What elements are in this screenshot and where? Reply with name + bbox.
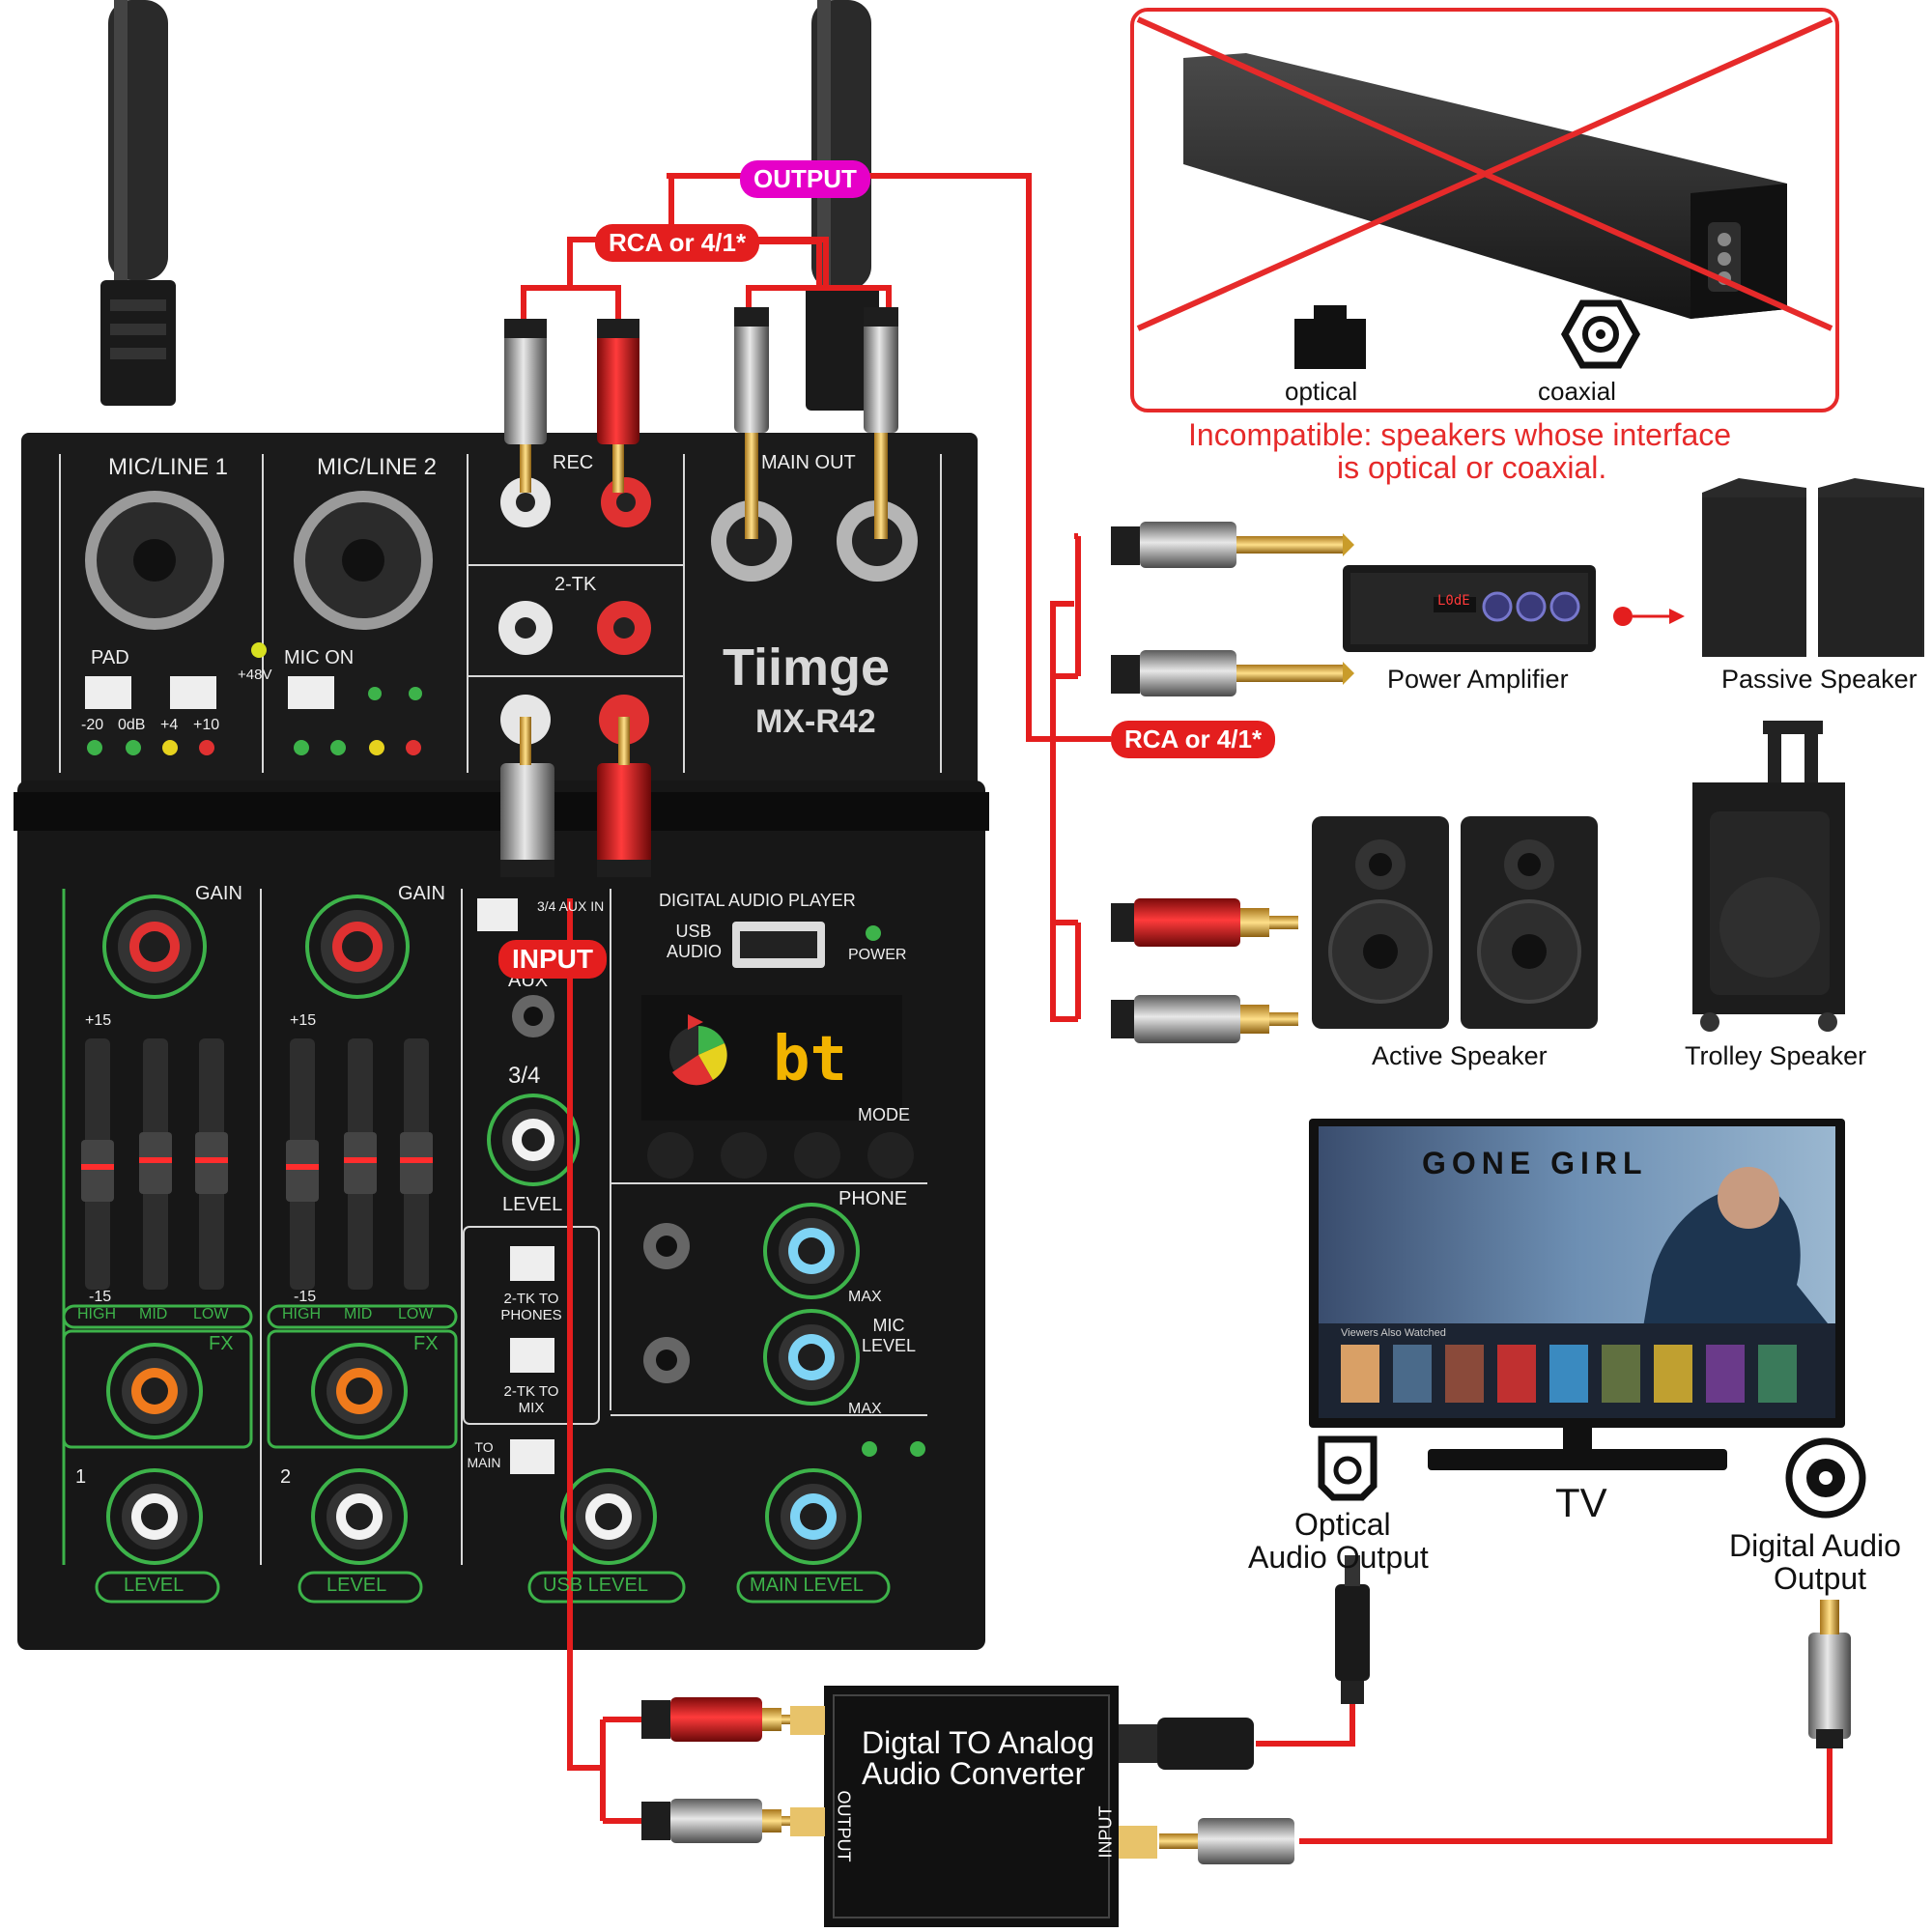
antenna-right [806,0,879,411]
eq-low-2: LOW [398,1306,434,1322]
digital-output-label-2: Output [1774,1561,1867,1596]
passive-speaker-label: Passive Speaker [1721,665,1918,694]
meter-label-1: -20 [81,717,104,733]
usb-level-label: USB LEVEL [543,1575,648,1596]
signal-arrow-icon [1613,607,1685,626]
phone-label: PHONE [838,1188,908,1209]
max-label-mic: MAX [848,1401,882,1417]
digital-output-label-1: Digital Audio [1729,1528,1901,1563]
tk-mix-label: 2-TK TO MIX [503,1383,559,1416]
to-main-label: TO MAIN [467,1439,501,1470]
phantom-label: +48V [238,667,272,683]
trolley-speaker-label: Trolley Speaker [1685,1041,1867,1070]
coaxial-label: coaxial [1538,377,1616,406]
meter-label-3: +4 [160,717,179,733]
passive-speaker-image [1702,478,1924,657]
ch2-number: 2 [280,1466,292,1488]
optical-output-label-1: Optical [1294,1507,1391,1542]
eq-bottom-1: -15 [89,1289,112,1305]
fx-label-2: FX [413,1333,439,1354]
main-out-plugs [734,307,898,539]
incompatible-note-line2: is optical or coaxial. [1337,450,1607,485]
incompatible-box [1130,8,1839,412]
tv-row-label: Viewers Also Watched [1341,1327,1446,1339]
optical-label: optical [1285,377,1358,406]
converter-input-label: INPUT [1095,1805,1116,1859]
active-speaker-plugs [1111,898,1298,1043]
active-speaker-label: Active Speaker [1372,1041,1548,1070]
coaxial-output-icon [1785,1437,1866,1519]
power-amplifier-image [1343,565,1596,652]
meter-label-2: 0dB [118,717,146,733]
active-speaker-image [1312,816,1598,1029]
player-display: bt [773,1024,848,1095]
eq-high-1: HIGH [77,1306,116,1322]
antenna-left [100,0,176,406]
power-amp-plugs [1111,522,1354,696]
brand-name: Tiimge [723,639,891,696]
gain-label-1: GAIN [195,883,242,904]
rec-label: REC [553,452,594,473]
ch2-input-label: MIC/LINE 2 [317,454,438,480]
eq-top-2: +15 [290,1012,317,1029]
gain-label-2: GAIN [398,883,445,904]
level-label-2: LEVEL [327,1575,387,1596]
eq-mid-2: MID [344,1306,373,1322]
tv-image [1309,1119,1845,1470]
converter-image [824,1686,1119,1927]
output-callout: OUTPUT [740,160,870,198]
main-level-label: MAIN LEVEL [750,1575,864,1596]
mic-on-label: MIC ON [284,647,355,668]
level-label-34: LEVEL [502,1194,563,1215]
input-callout: INPUT [498,940,607,979]
converter-title-line1: Digtal TO Analog [862,1725,1094,1760]
ch1-number: 1 [75,1466,87,1488]
cables [521,173,1833,1844]
optical-port-icon [1294,305,1366,369]
incompatible-note-line1: Incompatible: speakers whose interface [1188,417,1732,452]
tv-label: TV [1555,1480,1607,1525]
optical-cable-plug [1119,1555,1370,1770]
ch1-input-label: MIC/LINE 1 [108,454,229,480]
model-name: MX-R42 [755,703,876,740]
eq-low-1: LOW [193,1306,229,1322]
coaxial-port-icon [1560,299,1641,369]
digital-player-label: DIGITAL AUDIO PLAYER [659,891,856,910]
eq-mid-1: MID [139,1306,168,1322]
power-label: POWER [848,947,907,963]
eq-high-2: HIGH [282,1306,321,1322]
aux-in-label: 3/4 AUX IN [537,898,605,914]
trolley-speaker-image [1692,721,1845,1032]
tk-phones-label: 2-TK TO PHONES [500,1291,562,1323]
aux-in-plugs [500,717,651,877]
coax-cable-plug [1119,1600,1851,1864]
level-label-1: LEVEL [124,1575,185,1596]
fx-label-1: FX [209,1333,234,1354]
eq-bottom-2: -15 [294,1289,317,1305]
converter-output-label: OUTPUT [834,1790,854,1862]
main-out-label: MAIN OUT [761,452,856,473]
mic-level-label: MIC LEVEL [861,1316,917,1355]
power-amp-display: L0dE [1437,593,1470,609]
max-label-phone: MAX [848,1289,882,1305]
eq-top-1: +15 [85,1012,112,1029]
two-tk-label: 2-TK [554,574,597,595]
soundbar-image [1183,53,1787,319]
optical-output-label-2: Audio Output [1248,1540,1429,1575]
ch34-label: 3/4 [508,1063,541,1089]
pad-label: PAD [91,647,129,668]
meter-label-4: +10 [193,717,220,733]
rec-plugs [504,319,639,493]
rca-top-callout: RCA or 4/1* [595,224,760,262]
converter-output-plugs [641,1697,825,1843]
optical-output-icon [1318,1435,1378,1501]
mode-label: MODE [858,1105,910,1124]
rca-right-callout: RCA or 4/1* [1111,721,1276,758]
usb-audio-label: USB AUDIO [667,922,723,961]
converter-title-line2: Audio Converter [862,1756,1086,1791]
power-amplifier-label: Power Amplifier [1387,665,1569,694]
tv-movie-title: GONE GIRL [1422,1146,1648,1180]
